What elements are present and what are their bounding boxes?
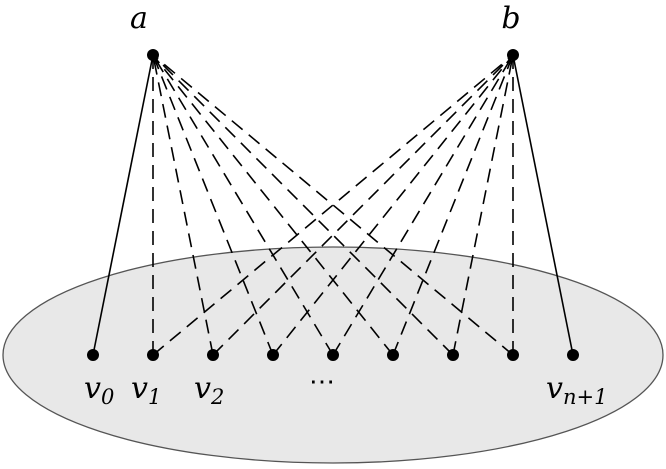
solid-edge-b-v8 bbox=[512, 54, 574, 356]
vertex-label-v2: v2 bbox=[194, 371, 224, 409]
vertex-v1 bbox=[147, 349, 159, 361]
vertices-group bbox=[87, 49, 579, 361]
vertex-v7 bbox=[507, 349, 519, 361]
vertex-v4 bbox=[327, 349, 339, 361]
vertex-label-b: b bbox=[501, 1, 520, 36]
ellipsis-label: ⋯ bbox=[309, 367, 335, 397]
dashed-edge-b-v6 bbox=[452, 54, 514, 356]
vertex-a bbox=[147, 49, 159, 61]
vertex-v8 bbox=[567, 349, 579, 361]
dashed-edge-a-v5 bbox=[152, 54, 394, 356]
dashed-edge-b-v2 bbox=[212, 54, 514, 356]
dashed-edge-a-v6 bbox=[152, 54, 454, 356]
vertex-label-v1: v1 bbox=[131, 371, 161, 409]
vertex-label-a: a bbox=[130, 1, 148, 36]
dashed-edge-b-v4 bbox=[332, 54, 514, 356]
dashed-edge-b-v3 bbox=[272, 54, 514, 356]
vertex-v0 bbox=[87, 349, 99, 361]
edges-group bbox=[92, 54, 574, 356]
vertex-b bbox=[507, 49, 519, 61]
vertex-v3 bbox=[267, 349, 279, 361]
dashed-edge-b-v1 bbox=[152, 54, 514, 356]
vertex-v2 bbox=[207, 349, 219, 361]
dashed-edge-b-v5 bbox=[392, 54, 514, 356]
dashed-edge-a-v7 bbox=[152, 54, 514, 356]
vertex-v6 bbox=[447, 349, 459, 361]
vertex-v5 bbox=[387, 349, 399, 361]
dashed-edge-a-v2 bbox=[152, 54, 214, 356]
dashed-edge-a-v3 bbox=[152, 54, 274, 356]
solid-edge-a-v0 bbox=[92, 54, 154, 356]
vertex-label-v0: v0 bbox=[84, 371, 114, 409]
vertex-label-vn1: vn+1 bbox=[546, 371, 607, 409]
dashed-edge-a-v4 bbox=[152, 54, 334, 356]
